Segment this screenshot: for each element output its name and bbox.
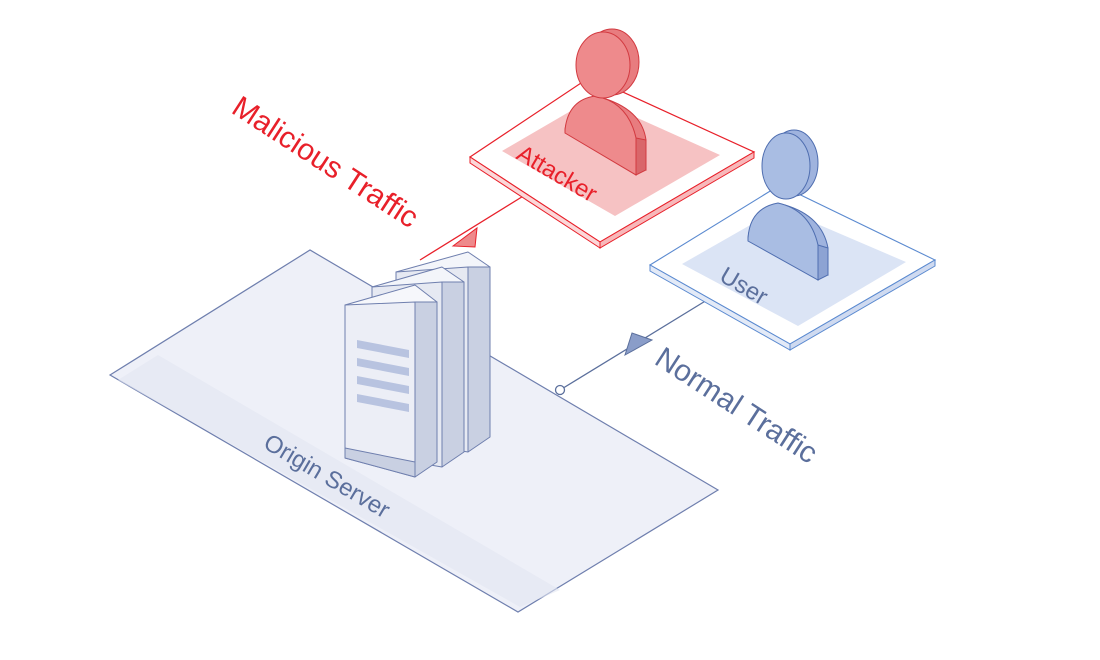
malicious-traffic-label: Malicious Traffic: [226, 90, 424, 235]
attacker-node: Attacker: [468, 28, 756, 249]
attacker-person-icon: [564, 28, 647, 176]
user-node: User: [648, 129, 937, 351]
normal-traffic-label: Normal Traffic: [649, 341, 823, 470]
malicious-traffic-connector: [419, 194, 526, 261]
normal-traffic-connector: [554, 299, 708, 396]
user-person-icon: [747, 129, 829, 281]
server-rack-icon: [344, 251, 491, 478]
server-vents: [357, 340, 409, 412]
